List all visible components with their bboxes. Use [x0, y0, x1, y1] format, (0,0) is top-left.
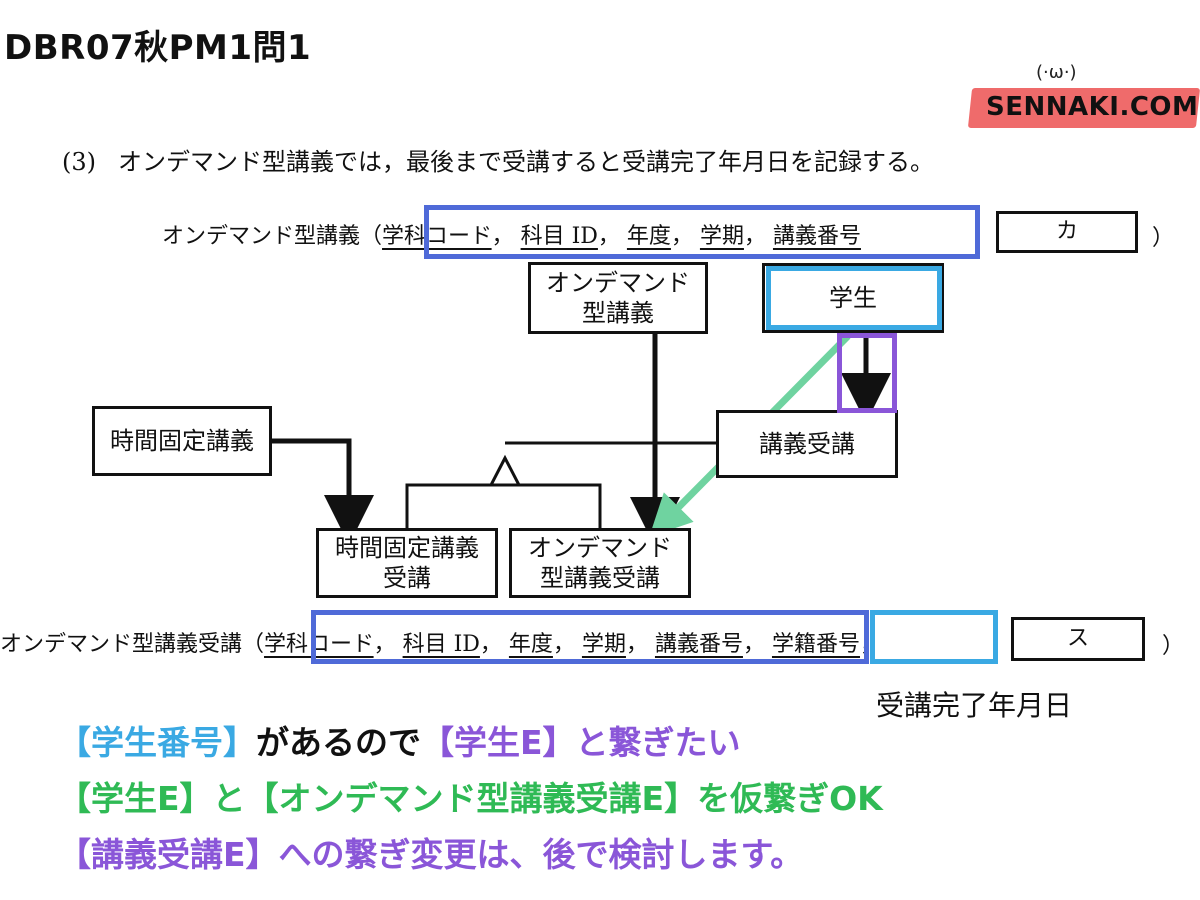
- entity2-open-paren: （: [242, 632, 265, 657]
- ondemand-enroll-entity-label: オンデマンド 型講義受講: [528, 534, 672, 592]
- entity2-attr: 科目 ID: [402, 632, 480, 657]
- page-title: DBR07秋PM1問1: [4, 28, 312, 68]
- entity2-attr: 学期: [581, 632, 626, 657]
- caption-line-2: 【学生E】と【オンデマンド型講義受講E】を仮繋ぎOK: [58, 779, 883, 818]
- entity2-attr: 学科コード: [264, 632, 374, 657]
- enroll-entity-label: 講義受講: [759, 430, 855, 458]
- entity1-key-highlight: [424, 205, 980, 259]
- fixed-enroll-entity-box: 時間固定講義 受講: [316, 528, 498, 598]
- entity1-attr: 科目 ID: [520, 224, 598, 249]
- entity2-close-paren: ）: [1162, 634, 1185, 659]
- ondemand-entity-box: オンデマンド 型講義: [528, 262, 708, 334]
- entity1-name: オンデマンド型講義: [162, 224, 361, 249]
- generalization-triangle: [488, 454, 522, 487]
- fixed-entity-box: 時間固定講義: [92, 406, 272, 476]
- completion-date-note: 受講完了年月日: [876, 689, 1073, 722]
- student-enroll-link-highlight: [837, 333, 897, 413]
- entity2-extra-attr: 学籍番号: [771, 632, 860, 657]
- entity2-name: オンデマンド型講義受講: [0, 632, 243, 657]
- entity2-student-id-highlight: [870, 610, 998, 664]
- caption-line-3: 【講義受講E】への繋ぎ変更は、後で検討します。: [58, 835, 804, 874]
- entity2-blank-box: ス: [1011, 617, 1145, 661]
- entity2-attr: 講義番号: [654, 632, 743, 657]
- enroll-entity-box: 講義受講: [716, 410, 898, 478]
- entity1-attr: 講義番号: [772, 224, 861, 249]
- logo-text: SENNAKI.COM: [986, 92, 1199, 122]
- entity2-attr: 年度: [508, 632, 553, 657]
- entity1-attr: 年度: [626, 224, 671, 249]
- caption-student-number: 【学生番号】: [58, 723, 256, 762]
- generalization-branches: [405, 483, 602, 528]
- entity1-close-paren: ）: [1152, 226, 1175, 251]
- student-entity-box: 学生: [762, 263, 944, 333]
- entity2-schema: オンデマンド型講義受講（学科コード， 科目 ID， 年度， 学期， 講義番号， …: [0, 632, 882, 657]
- fixed-entity-label: 時間固定講義: [110, 427, 254, 455]
- ondemand-entity-label: オンデマンド 型講義: [546, 269, 690, 327]
- question-text: オンデマンド型講義では，最後まで受講すると受講完了年月日を記録する。: [118, 148, 934, 176]
- entity1-blank-box: カ: [996, 211, 1138, 253]
- ondemand-enroll-entity-box: オンデマンド 型講義受講: [509, 528, 691, 598]
- student-entity-label: 学生: [829, 284, 877, 312]
- entity1-schema: オンデマンド型講義（学科コード， 科目 ID， 年度， 学期， 講義番号: [162, 224, 861, 249]
- fixed-enroll-entity-label: 時間固定講義 受講: [335, 534, 479, 592]
- question-line: (3) オンデマンド型講義では，最後まで受講すると受講完了年月日を記録する。: [62, 142, 934, 177]
- entity1-attr: 学期: [699, 224, 744, 249]
- caption-connect-student: 【学生E】と繋ぎたい: [421, 723, 741, 762]
- entity1-open-paren: （: [360, 224, 383, 249]
- question-number: (3): [62, 148, 96, 176]
- entity2-key-highlight: [311, 610, 869, 664]
- logo-face-icon: (·ω·): [1036, 62, 1077, 83]
- caption-because: があるので: [256, 723, 421, 762]
- student-highlight: [766, 266, 942, 330]
- entity1-attr: 学科コード: [382, 224, 492, 249]
- caption-line-1: 【学生番号】があるので【学生E】と繋ぎたい: [58, 716, 741, 764]
- fixed-to-fixed-enroll-arrow: [272, 438, 374, 545]
